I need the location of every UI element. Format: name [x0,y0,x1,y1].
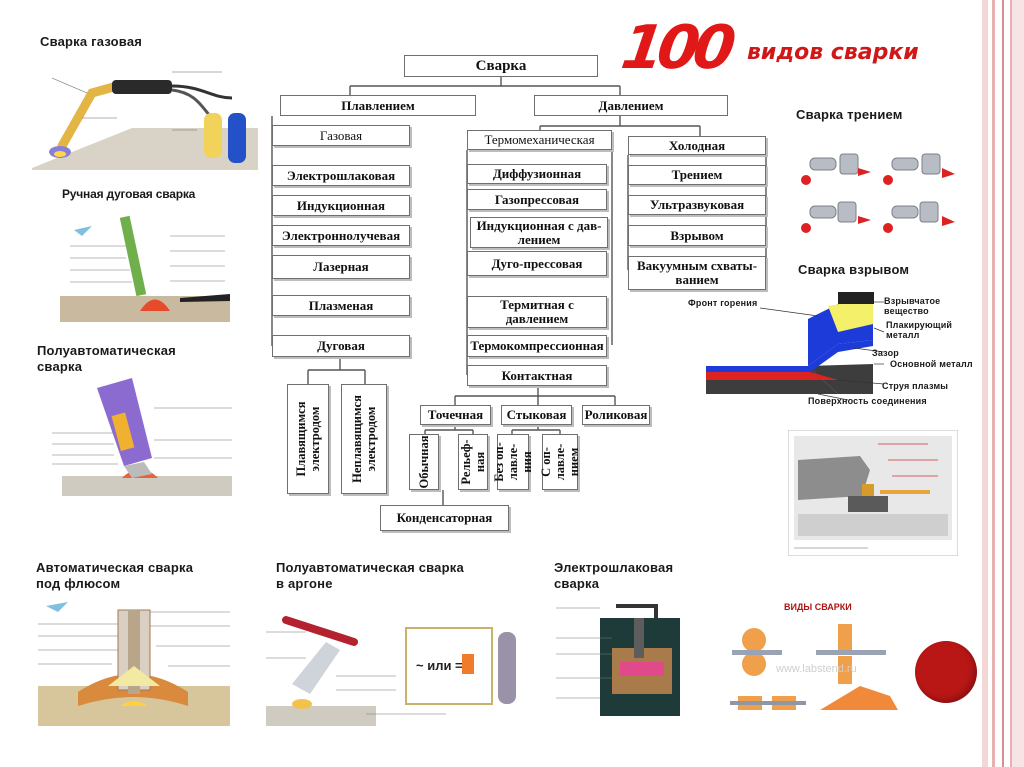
diagram-cold-item: Вакуумным схваты- ванием [628,256,766,290]
diagram-cold-item: Взрывом [628,225,766,246]
auto-flux-illustration [38,596,230,726]
diagram-melting: Плавлением [280,95,476,116]
explosion-label-front: Фронт горения [688,298,758,308]
diagram-thermomech-item: Контактная [467,365,607,386]
diagram-melting-item: Газовая [272,125,410,146]
label-semi-auto: Полуавтоматическая сварка [37,343,176,374]
diagram-non-consumable-electrode: Неплавящимся электродом [341,384,387,494]
diagram-pressure: Давлением [534,95,728,116]
diagram-thermomech-item: Дуго-прессовая [467,251,607,276]
diagram-butt: Стыковая [501,405,572,425]
explosion-label-gap: Зазор [872,348,899,358]
decorative-red-dot [915,641,977,703]
diagram-capacitor: Конденсаторная [380,505,509,531]
diagram-cold: Холодная [628,136,766,155]
diagram-butt-no-flash: Без оп- лавле- ния [492,434,534,490]
label-semi-auto-argon: Полуавтоматическая сварка в аргоне [276,560,464,591]
diagram-cold-item: Ультразвуковая [628,195,766,215]
diagram-melting-item: Индукционная [272,195,410,216]
diagram-thermomech-item: Диффузионная [467,164,607,184]
diagram-cold-item: Трением [628,165,766,185]
gas-welding-illustration [22,58,258,170]
diagram-melting-item: Лазерная [272,255,410,279]
contact-welding-illustration: ВИДЫ СВАРКИ www.labstend.ru [720,600,906,728]
explosion-label-base: Основной металл [890,359,973,369]
diagram-melting-item: Электрошлаковая [272,165,410,186]
svg-text:~ или =: ~ или = [416,658,463,673]
explosion-label-explosive: Взрывчатое вещество [884,296,941,316]
explosion-illustration [688,284,964,406]
svg-text:ВИДЫ СВАРКИ: ВИДЫ СВАРКИ [784,602,852,612]
decorative-border [982,0,1024,767]
diagram-melting-item: Плазменая [272,295,410,316]
svg-text:www.labstend.ru: www.labstend.ru [775,663,857,675]
diagram-spot: Точечная [420,405,491,425]
label-manual-arc: Ручная дуговая сварка [62,187,196,201]
diagram-thermomech-item: Термитная с давлением [467,296,607,328]
manual-arc-illustration [60,206,230,326]
diagram-melting-item: Электроннолучевая [272,225,410,246]
label-explosion: Сварка взрывом [798,262,910,277]
semi-auto-illustration [52,378,238,496]
label-auto-flux: Автоматическая сварка под флюсом [36,560,194,591]
label-electroslag: Электрошлаковая сварка [554,560,674,591]
diagram-butt-flash: С оп- лавле- нием [539,434,581,490]
friction-illustration [796,140,958,240]
label-gas-welding: Сварка газовая [40,34,143,49]
electroslag-illustration [556,598,686,722]
explosion-label-plasma: Струя плазмы [882,381,949,391]
brand-title: видов сварки [747,40,919,65]
label-friction: Сварка трением [796,107,903,122]
explosion-label-cladding: Плакирующий металл [886,320,953,340]
diagram-seam: Роликовая [582,405,650,425]
diagram-root: Сварка [404,55,598,77]
semi-auto-argon-illustration: ~ или = [266,614,536,726]
diagram-thermomech-item: Газопрессовая [467,189,607,210]
ultrasonic-illustration [788,430,958,556]
explosion-label-surface: Поверхность соединения [808,396,927,406]
diagram-thermomech-item: Индукционная с дав- лением [470,217,608,248]
diagram-spot-regular: Обычная [409,434,439,490]
diagram-thermomech-item: Термокомпрессионная [467,335,607,357]
diagram-thermomech: Термомеханическая [467,130,612,150]
diagram-consumable-electrode: Плавящимся электродом [287,384,329,494]
diagram-spot-relief: Рельеф- ная [458,434,488,490]
diagram-melting-item: Дуговая [272,335,410,357]
